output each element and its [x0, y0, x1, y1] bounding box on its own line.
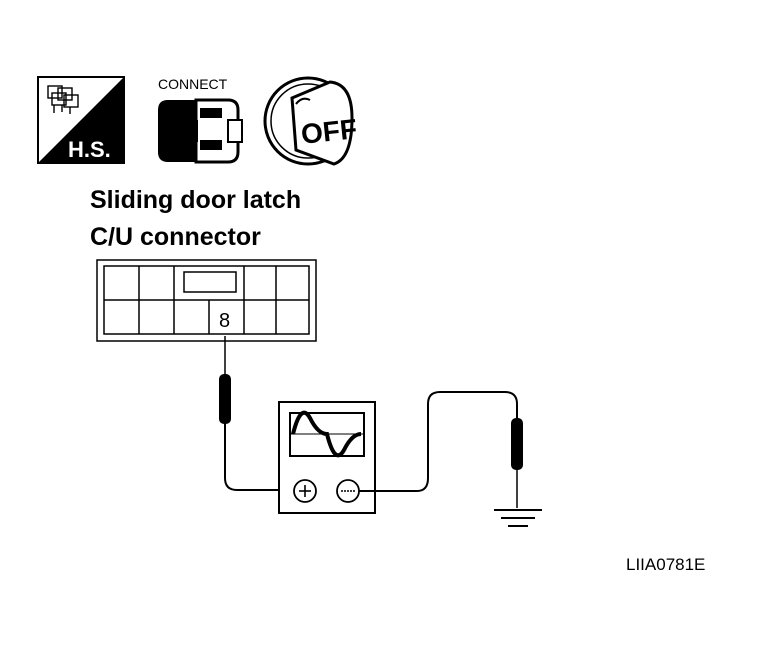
harness-clip-icon	[47, 85, 79, 114]
positive-probe	[219, 336, 292, 491]
connector-face: 8	[96, 259, 317, 342]
ground-icon	[494, 509, 542, 527]
harness-label: H.S.	[68, 137, 111, 162]
connector-lock-tab	[183, 271, 237, 293]
connector-title-line1: Sliding door latch	[90, 186, 301, 214]
figure-code: LIIA0781E	[626, 555, 705, 574]
connect-icon: CONNECT	[158, 76, 243, 164]
connect-label: CONNECT	[158, 76, 228, 92]
negative-probe	[359, 391, 523, 508]
sine-wave-icon	[291, 410, 362, 458]
oscilloscope	[278, 401, 376, 514]
ignition-label: OFF	[300, 113, 359, 150]
harness-sheet-icon: H.S.	[37, 76, 125, 164]
connector-title-line2: C/U connector	[90, 223, 261, 251]
pin-number-label: 8	[219, 310, 230, 332]
ignition-key-off-icon: OFF	[263, 76, 359, 166]
